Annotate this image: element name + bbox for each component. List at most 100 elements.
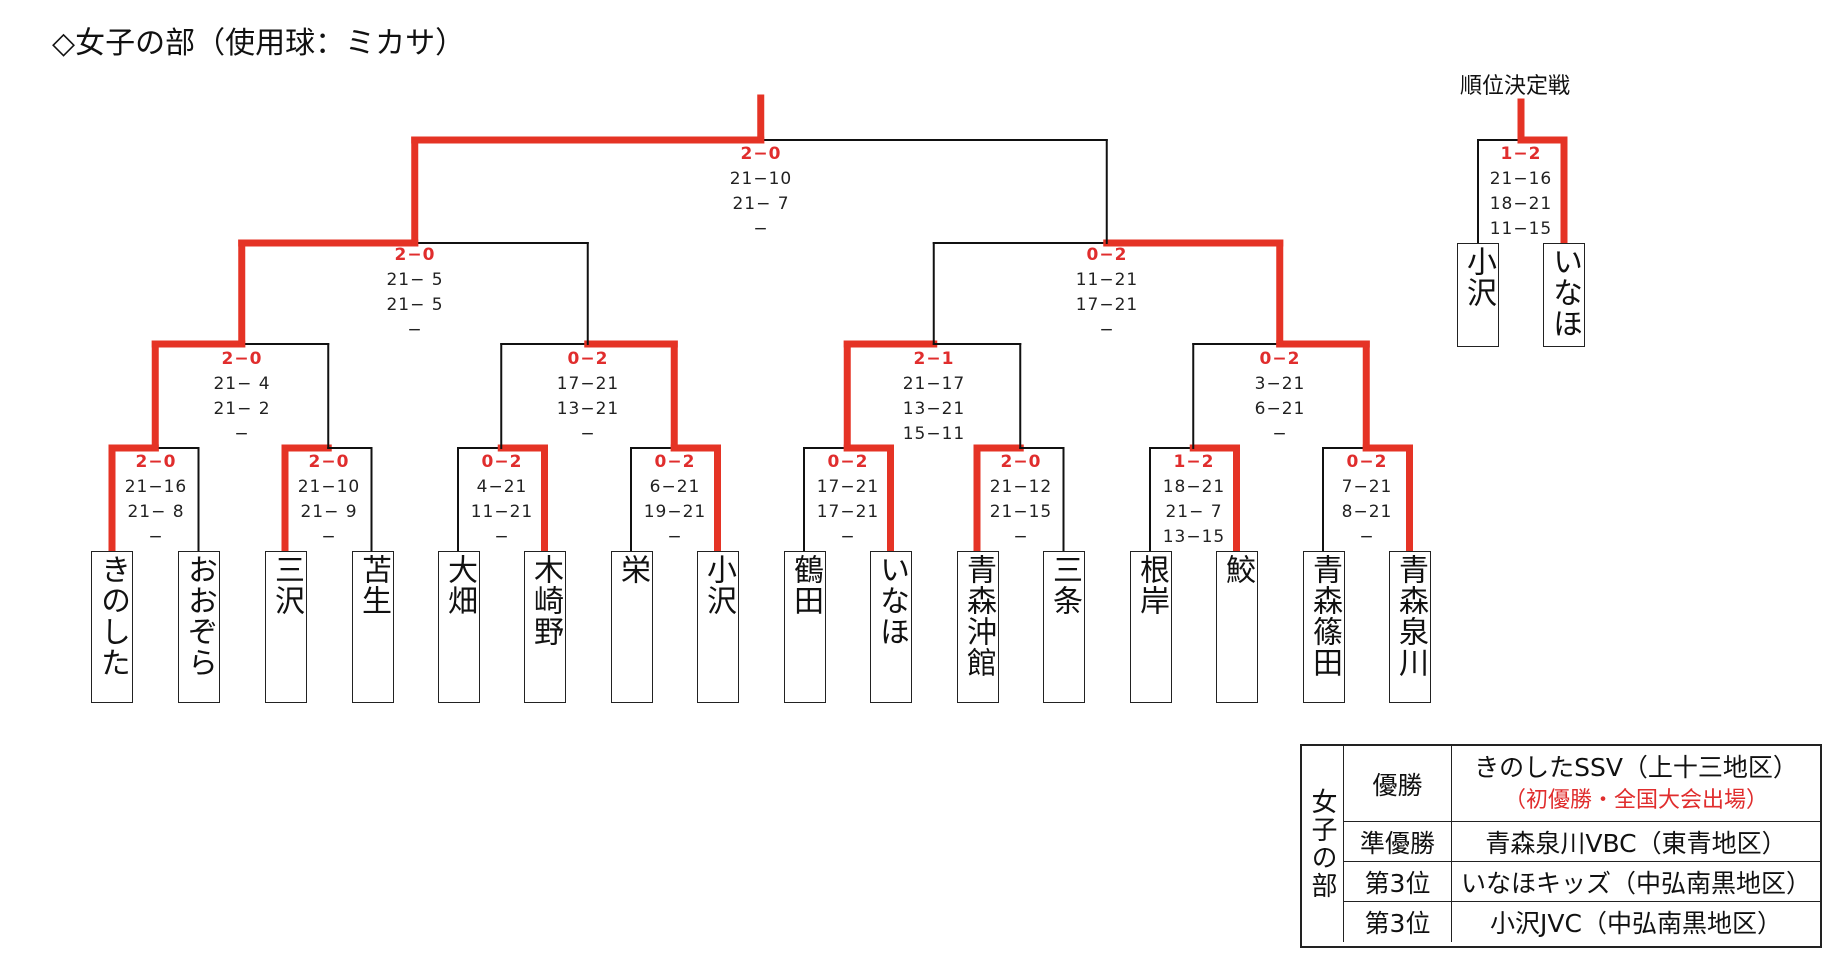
set-score: 17−21	[1075, 295, 1139, 315]
team-box: 栄	[611, 551, 653, 703]
match-result: 2−0	[135, 452, 177, 472]
team-name: 栄	[615, 554, 650, 585]
team-name: 小沢	[1461, 246, 1496, 308]
third-place-team: いなほキッズ（中弘南黒地区）	[1452, 862, 1820, 902]
match-result: 2−0	[394, 245, 436, 265]
team-box: 鮫	[1216, 551, 1258, 703]
team-box: 鶴田	[784, 551, 826, 703]
third-place-team-box: 小沢	[1457, 243, 1499, 347]
set-score: 19−21	[643, 502, 707, 522]
set-score: −	[1013, 527, 1029, 547]
team-name: いなほ	[1547, 246, 1582, 339]
set-score: 8−21	[1341, 502, 1393, 522]
set-score: −	[667, 527, 683, 547]
team-name: いなほ	[874, 554, 909, 647]
team-name: 大畑	[442, 554, 477, 616]
team-box: 苫生	[352, 551, 394, 703]
set-score: −	[1272, 424, 1288, 444]
set-score: −	[840, 527, 856, 547]
match-score: 0−2 4−21 11−21 −	[447, 450, 557, 550]
team-box: 青森沖館	[957, 551, 999, 703]
rank-label: 第3位	[1344, 862, 1452, 902]
runner-up-team: 青森泉川VBC（東青地区）	[1452, 822, 1820, 862]
champion-note: （初優勝・全国大会出場）	[1503, 787, 1768, 813]
team-name: 小沢	[701, 554, 736, 616]
team-name: 木崎野	[528, 554, 563, 647]
champion-cell: きのしたSSV（上十三地区） （初優勝・全国大会出場）	[1452, 746, 1820, 822]
set-score: 17−21	[556, 374, 620, 394]
set-score: 21− 7	[1165, 502, 1223, 522]
team-box: 三沢	[265, 551, 307, 703]
team-name: 青森泉川	[1393, 554, 1428, 678]
match-score: 0−2 3−21 6−21 −	[1225, 347, 1335, 447]
set-score: 21− 5	[386, 270, 444, 290]
set-score: 15−11	[902, 424, 966, 444]
set-score: 21−17	[902, 374, 966, 394]
team-name: きのした	[95, 554, 130, 678]
match-result: 0−2	[567, 349, 609, 369]
set-score: 11−15	[1489, 219, 1553, 239]
set-score: 4−21	[476, 477, 528, 497]
team-name: 苫生	[356, 554, 391, 616]
page-title: ◇女子の部（使用球：ミカサ）	[52, 26, 466, 61]
set-score: −	[494, 527, 510, 547]
third-place-team: 小沢JVC（中弘南黒地区）	[1490, 909, 1782, 938]
set-score: 11−21	[470, 502, 534, 522]
rank-label: 準優勝	[1344, 822, 1452, 862]
set-score: 21−16	[1489, 169, 1553, 189]
set-score: 17−21	[816, 477, 880, 497]
set-score: 6−21	[649, 477, 701, 497]
match-result: 0−2	[481, 452, 523, 472]
third-place-title: 順位決定戦	[1459, 74, 1570, 99]
set-score: 21−10	[729, 169, 793, 189]
match-result: 2−0	[740, 144, 782, 164]
division-label: 女子の部	[1302, 746, 1344, 942]
match-result: 0−2	[1259, 349, 1301, 369]
set-score: 21− 2	[213, 399, 271, 419]
set-score: 3−21	[1254, 374, 1306, 394]
team-box: 木崎野	[524, 551, 566, 703]
set-score: 21− 5	[386, 295, 444, 315]
set-score: −	[1359, 527, 1375, 547]
team-box: いなほ	[870, 551, 912, 703]
match-result: 0−2	[1086, 245, 1128, 265]
set-score: 21−10	[297, 477, 361, 497]
team-name: 鶴田	[788, 554, 823, 616]
team-name: 青森沖館	[961, 554, 996, 678]
third-place-score: 1−2 21−16 18−21 11−15	[1466, 142, 1576, 242]
match-result: 1−2	[1173, 452, 1215, 472]
set-score: −	[407, 320, 423, 340]
match-result: 1−2	[1500, 144, 1542, 164]
set-score: 21− 9	[300, 502, 358, 522]
team-name: 鮫	[1220, 554, 1255, 585]
team-box: 大畑	[438, 551, 480, 703]
team-box: おおぞら	[178, 551, 220, 703]
match-score: 0−2 17−21 13−21 −	[533, 347, 643, 447]
match-result: 2−0	[308, 452, 350, 472]
set-score: 21−16	[124, 477, 188, 497]
set-score: 18−21	[1489, 194, 1553, 214]
set-score: 13−21	[902, 399, 966, 419]
set-score: −	[148, 527, 164, 547]
set-score: 13−21	[556, 399, 620, 419]
set-score: 21−12	[989, 477, 1053, 497]
set-score: 21− 7	[732, 194, 790, 214]
third-place-team-box: いなほ	[1543, 243, 1585, 347]
rank-label: 第3位	[1344, 902, 1452, 942]
rank-label: 優勝	[1344, 746, 1452, 822]
match-result: 2−0	[221, 349, 263, 369]
team-name: 三条	[1047, 554, 1082, 616]
set-score: 6−21	[1254, 399, 1306, 419]
team-box: 青森泉川	[1389, 551, 1431, 703]
set-score: 21−15	[989, 502, 1053, 522]
set-score: −	[580, 424, 596, 444]
set-score: −	[234, 424, 250, 444]
match-result: 0−2	[827, 452, 869, 472]
